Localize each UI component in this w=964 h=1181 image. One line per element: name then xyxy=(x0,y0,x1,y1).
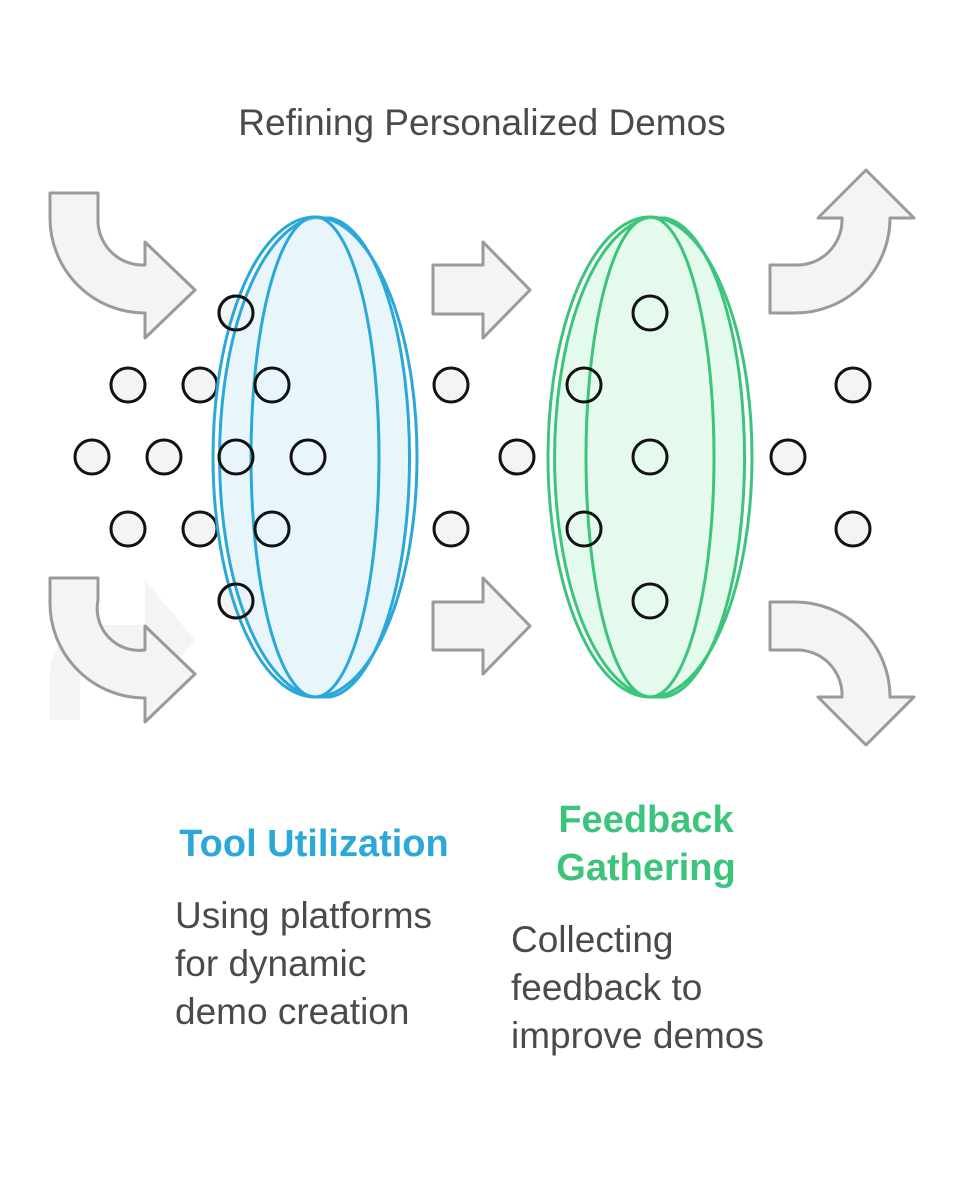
particle-dot-outline xyxy=(253,510,291,548)
particle-dot xyxy=(834,366,872,404)
particle-dot xyxy=(145,438,183,476)
particle-dot xyxy=(432,510,470,548)
particle-dot xyxy=(109,510,147,548)
particle-dot-outline xyxy=(631,294,669,332)
input-arrow-bottom-icon xyxy=(48,576,197,724)
particle-dot xyxy=(432,366,470,404)
output-arrow-bottom-icon xyxy=(768,600,916,747)
particle-dot-outline xyxy=(217,582,255,620)
stage-description-tool-utilization: Using platforms for dynamic demo creatio… xyxy=(175,895,433,1032)
middle-arrow-top-icon xyxy=(431,240,532,340)
stage-description-feedback-gathering: Collecting feedback to improve demos xyxy=(511,919,764,1056)
ring-front-ellipse xyxy=(249,215,381,699)
particle-dot xyxy=(109,366,147,404)
ring-outer-ellipse xyxy=(546,215,754,699)
output-arrow-top-icon xyxy=(768,168,916,315)
particle-dot-outline xyxy=(253,366,291,404)
particle-dot xyxy=(769,438,807,476)
particle-dot xyxy=(181,510,219,548)
particle-dot xyxy=(181,366,219,404)
particle-dots-front xyxy=(217,294,669,620)
particle-dot-outline xyxy=(289,438,327,476)
diagram-title: Refining Personalized Demos xyxy=(238,102,725,143)
filter-ring-feedback-gathering xyxy=(546,215,754,699)
particle-dot-outline xyxy=(631,438,669,476)
particle-dot-outline xyxy=(217,438,255,476)
stage-title-feedback-line1: Feedback xyxy=(558,799,734,841)
stage-title-tool-utilization: Tool Utilization xyxy=(179,823,448,865)
filter-ring-tool-utilization xyxy=(211,215,419,699)
stage-title-feedback-line2: Gathering xyxy=(556,847,735,889)
particle-dot-outline xyxy=(217,294,255,332)
particle-dot xyxy=(834,510,872,548)
particle-dot-outline xyxy=(631,582,669,620)
ring-outer-ellipse xyxy=(211,215,419,699)
ring-front-ellipse xyxy=(584,215,716,699)
particle-dot-outline xyxy=(565,510,603,548)
particle-dot-outline xyxy=(565,366,603,404)
middle-arrow-bottom-icon xyxy=(431,576,532,676)
particle-dot xyxy=(498,438,536,476)
input-arrow-top-icon xyxy=(48,191,197,340)
particle-dot xyxy=(73,438,111,476)
